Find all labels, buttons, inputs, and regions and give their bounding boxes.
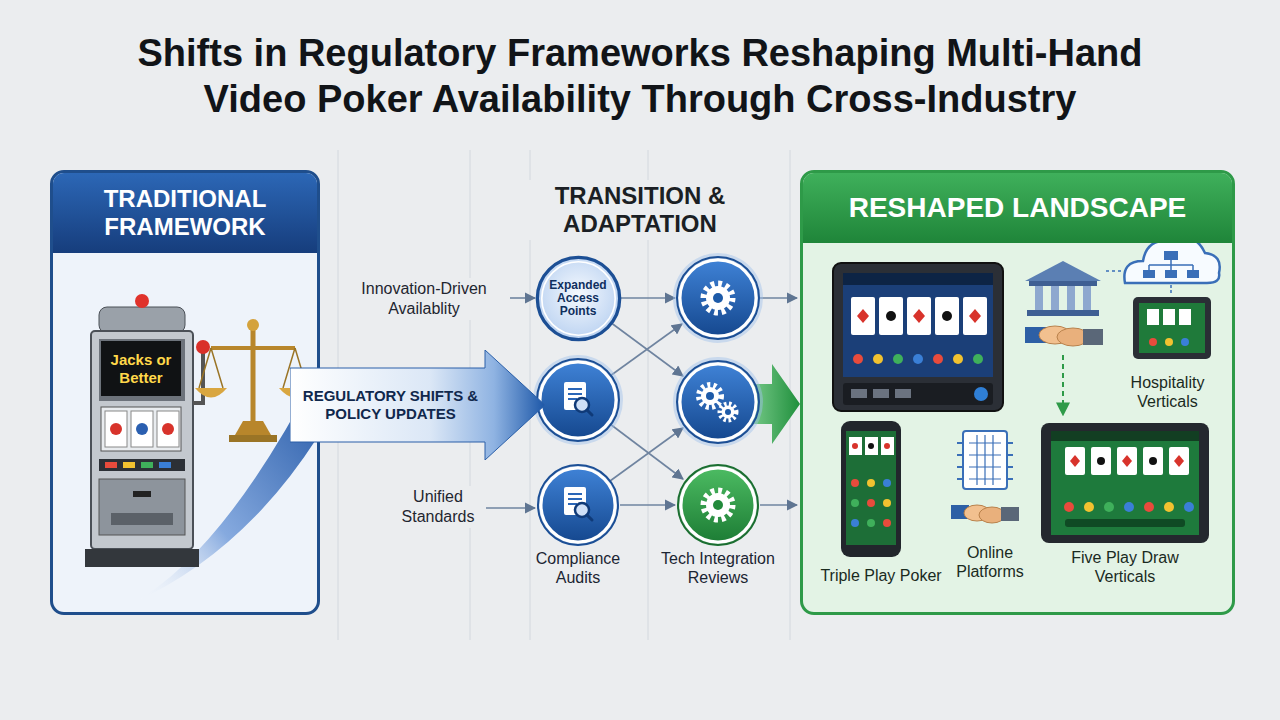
panel-heading: RESHAPED LANDSCAPE bbox=[803, 173, 1232, 243]
item-caption: Online Platforms bbox=[945, 543, 1035, 581]
circle-text: Expanded Access Points bbox=[545, 279, 611, 318]
arrow-text-line: REGULATORY SHIFTS & POLICY UPDATES bbox=[298, 387, 483, 423]
side-note: Unified Standards bbox=[392, 486, 484, 528]
item-caption: Hospitality Verticals bbox=[1110, 373, 1225, 411]
audit-circle: Compliance Audits bbox=[512, 463, 644, 587]
circle-label: Expanded Access Points bbox=[545, 279, 611, 318]
review-circle-shape bbox=[652, 463, 784, 547]
gear-circle bbox=[673, 253, 763, 343]
side-note: Innovation-Driven Availablity bbox=[342, 278, 506, 320]
circle-caption: Tech Integration Reviews bbox=[652, 549, 784, 587]
arrow-label: REGULATORY SHIFTS & POLICY UPDATES bbox=[298, 387, 483, 423]
access-circle: Expanded Access Points bbox=[534, 254, 623, 343]
diagram-title: Shifts in Regulatory Frameworks Reshapin… bbox=[90, 30, 1190, 122]
landscape-panel: RESHAPED LANDSCAPE bbox=[800, 170, 1235, 615]
section-heading: TRANSITION & ADAPTATION bbox=[528, 180, 752, 240]
screen-text: Jacks or Better bbox=[101, 341, 181, 396]
gears-circle bbox=[673, 357, 763, 447]
audit-circle-shape bbox=[512, 463, 644, 547]
review-circle: Tech Integration Reviews bbox=[652, 463, 784, 587]
policy-arrow: REGULATORY SHIFTS & POLICY UPDATES bbox=[290, 350, 545, 460]
framework-panel: TRADITIONAL FRAMEWORK bbox=[50, 170, 320, 615]
circle-caption: Compliance Audits bbox=[512, 549, 644, 587]
doc-circle bbox=[533, 355, 623, 445]
item-caption: Five Play Draw Verticals bbox=[1050, 548, 1200, 586]
panel-heading: TRADITIONAL FRAMEWORK bbox=[53, 173, 317, 253]
item-caption: Triple Play Poker bbox=[806, 566, 956, 585]
